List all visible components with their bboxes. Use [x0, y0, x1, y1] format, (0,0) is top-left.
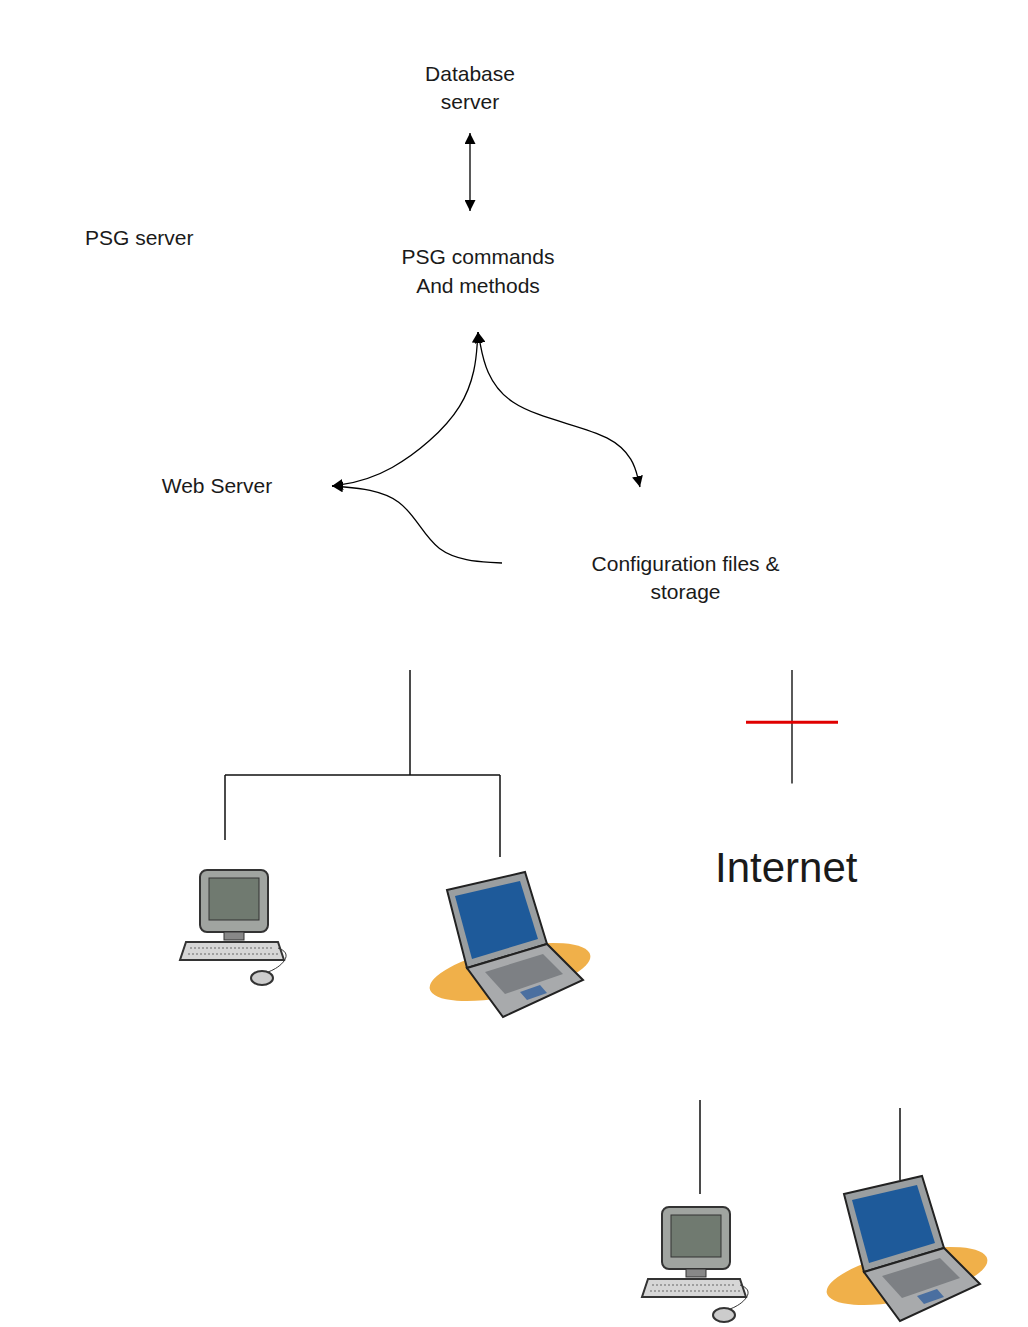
cloud-shape-outline: [620, 760, 1022, 1145]
wan-wire: [700, 1100, 900, 1194]
connector: [469, 133, 470, 211]
storage-box: Configuration files & storage: [502, 487, 814, 639]
desktop-icon: [642, 1207, 748, 1322]
node-label: PSG server: [85, 224, 194, 252]
laptop-icon: [425, 872, 595, 1017]
server-box: PSG commands And methodsWeb ServerConfig…: [10, 180, 855, 670]
connector: [791, 670, 792, 783]
connector: [332, 486, 502, 563]
laptop-icon: [822, 1176, 992, 1321]
cloud-shape: Internet: [620, 760, 1022, 1145]
process-box: PSG commands And methods: [302, 211, 654, 332]
connector: [478, 332, 640, 487]
connector: [332, 332, 478, 486]
node-label: Database server: [415, 60, 525, 117]
desktop-icon: [180, 870, 286, 985]
cloud-label: Internet: [715, 840, 857, 897]
database-cylinder: Database server: [178, 15, 762, 133]
process-box: Web Server: [102, 425, 332, 547]
lan-wire: [225, 670, 500, 857]
node-label: Configuration files & storage: [591, 550, 781, 607]
firewall-mark: [746, 721, 838, 724]
node-label: PSG commands And methods: [391, 243, 566, 300]
process-box-outline: [302, 211, 654, 332]
node-label: Web Server: [162, 472, 273, 500]
